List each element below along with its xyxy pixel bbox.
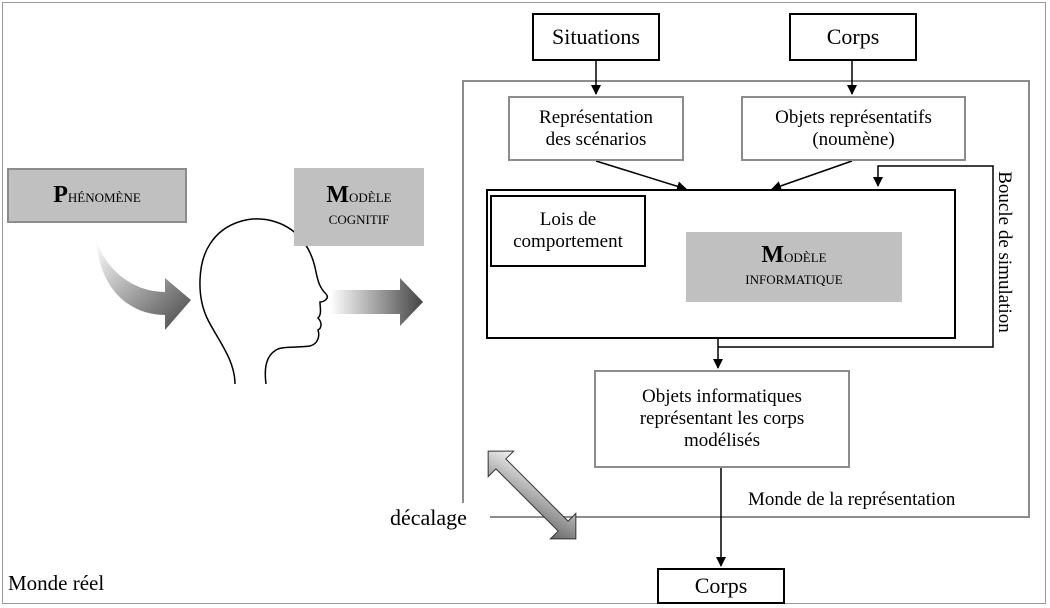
decalage-arrow xyxy=(487,450,577,540)
decalage-text: décalage xyxy=(390,505,467,530)
computer-model-rest: odèle xyxy=(784,246,827,267)
computer-objects-line3: modélisés xyxy=(684,430,760,451)
computer-model-line2: informatique xyxy=(745,268,843,289)
scenarios-line1: Représentation xyxy=(539,106,653,128)
corps-top-label: Corps xyxy=(826,24,880,49)
representative-objects-line1: Objets représentatifs xyxy=(775,106,932,128)
cognitive-model-title: Modèle xyxy=(326,182,392,208)
representation-world-frame xyxy=(462,80,1030,518)
behavior-laws-box: Lois de comportement xyxy=(490,195,646,267)
representation-world-text: Monde de la représentation xyxy=(748,489,956,510)
cognitive-arrow xyxy=(330,278,423,326)
phenomenon-initial: P xyxy=(53,181,68,208)
head-icon xyxy=(199,218,329,385)
scenarios-line2: des scénarios xyxy=(545,128,647,150)
computer-model-box: Modèle informatique xyxy=(686,232,902,302)
real-world-text: Monde réel xyxy=(8,571,105,595)
behavior-laws-line1: Lois de xyxy=(539,209,597,230)
cognitive-model-line2: cognitif xyxy=(328,208,390,229)
phenomenon-title: Phénomène xyxy=(53,181,141,208)
corps-bottom-box: Corps xyxy=(657,568,785,604)
simulation-loop-label: Boucle de simulation xyxy=(991,152,1015,352)
situations-box: Situations xyxy=(532,13,660,61)
simulation-loop xyxy=(718,165,994,348)
corps-top-box: Corps xyxy=(789,13,917,61)
cognitive-model-rest: odèle xyxy=(349,186,392,207)
decalage-label: décalage xyxy=(390,503,490,533)
situations-label: Situations xyxy=(551,24,640,49)
representation-world-label: Monde de la représentation xyxy=(748,489,1026,513)
phenomenon-rest: hénomène xyxy=(67,185,141,207)
simulation-loop-text: Boucle de simulation xyxy=(994,171,1015,333)
arrow-scenarios-model xyxy=(595,160,687,192)
computer-model-initial: M xyxy=(761,242,785,268)
scenarios-box: Représentation des scénarios xyxy=(508,96,684,161)
cognitive-model-box: Modèle cognitif xyxy=(294,168,424,246)
phenomenon-arrow xyxy=(96,240,191,330)
computer-model-title: Modèle xyxy=(761,242,827,268)
computer-objects-line1: Objets informatiques xyxy=(642,386,802,407)
real-world-label: Monde réel xyxy=(8,568,148,598)
representative-objects-line2: (noumène) xyxy=(812,128,895,150)
representative-objects-box: Objets représentatifs (noumène) xyxy=(741,96,966,161)
phenomenon-box: Phénomène xyxy=(7,168,187,223)
arrow-objects-model xyxy=(771,160,853,191)
corps-bottom-label: Corps xyxy=(694,573,748,598)
cognitive-model-initial: M xyxy=(326,182,350,208)
computer-objects-line2: représentant les corps xyxy=(639,408,805,429)
computer-objects-box: Objets informatiques représentant les co… xyxy=(594,370,850,468)
behavior-laws-line2: comportement xyxy=(513,231,623,252)
